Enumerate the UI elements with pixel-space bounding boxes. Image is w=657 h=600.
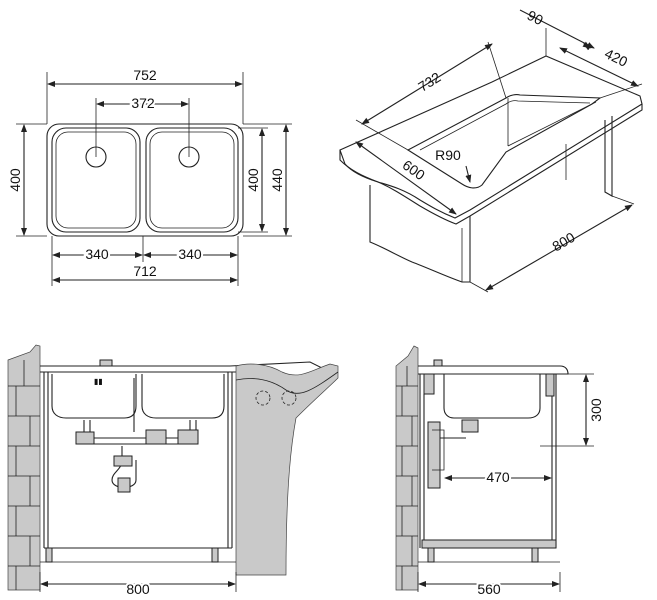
dim-340-right: 340	[178, 246, 202, 262]
dim-90: 90	[525, 7, 546, 28]
tap-hole	[99, 359, 113, 367]
left-wall	[7, 344, 41, 591]
front-left-bowl	[51, 374, 137, 419]
dim-560: 560	[477, 581, 501, 597]
dim-300: 300	[588, 398, 604, 422]
side-view: 300 470 560	[395, 345, 604, 599]
side-bowl	[443, 374, 541, 419]
svg-text:▮▮: ▮▮	[94, 377, 103, 386]
cabinet-right-leg	[604, 116, 613, 197]
right-bowl	[145, 127, 239, 233]
iso-view: 90 732 420 R90 600 800	[339, 7, 643, 293]
dim-800-front: 800	[126, 581, 150, 597]
dim-340-left: 340	[85, 246, 109, 262]
dim-712: 712	[133, 263, 157, 279]
front-right-bowl	[141, 374, 225, 419]
side-wall	[395, 345, 419, 591]
dim-732: 732	[415, 69, 443, 95]
shelf	[421, 539, 557, 549]
dim-400-right: 400	[245, 168, 261, 192]
dim-420: 420	[602, 45, 630, 70]
wall-right	[235, 363, 339, 576]
dim-752: 752	[133, 67, 157, 83]
front-view: ▮▮ 800	[7, 344, 339, 599]
cabinet-left-side	[369, 185, 471, 283]
top-view: 752 372 400 400 440 340 340 712	[5, 67, 292, 286]
sink-outline	[46, 123, 244, 237]
left-trap	[75, 431, 95, 445]
dim-470: 470	[486, 469, 510, 485]
dim-372: 372	[131, 95, 155, 111]
side-trap	[427, 421, 441, 489]
dim-440: 440	[269, 168, 285, 192]
dim-r90: R90	[435, 147, 461, 163]
dim-400-left: 400	[7, 168, 23, 192]
